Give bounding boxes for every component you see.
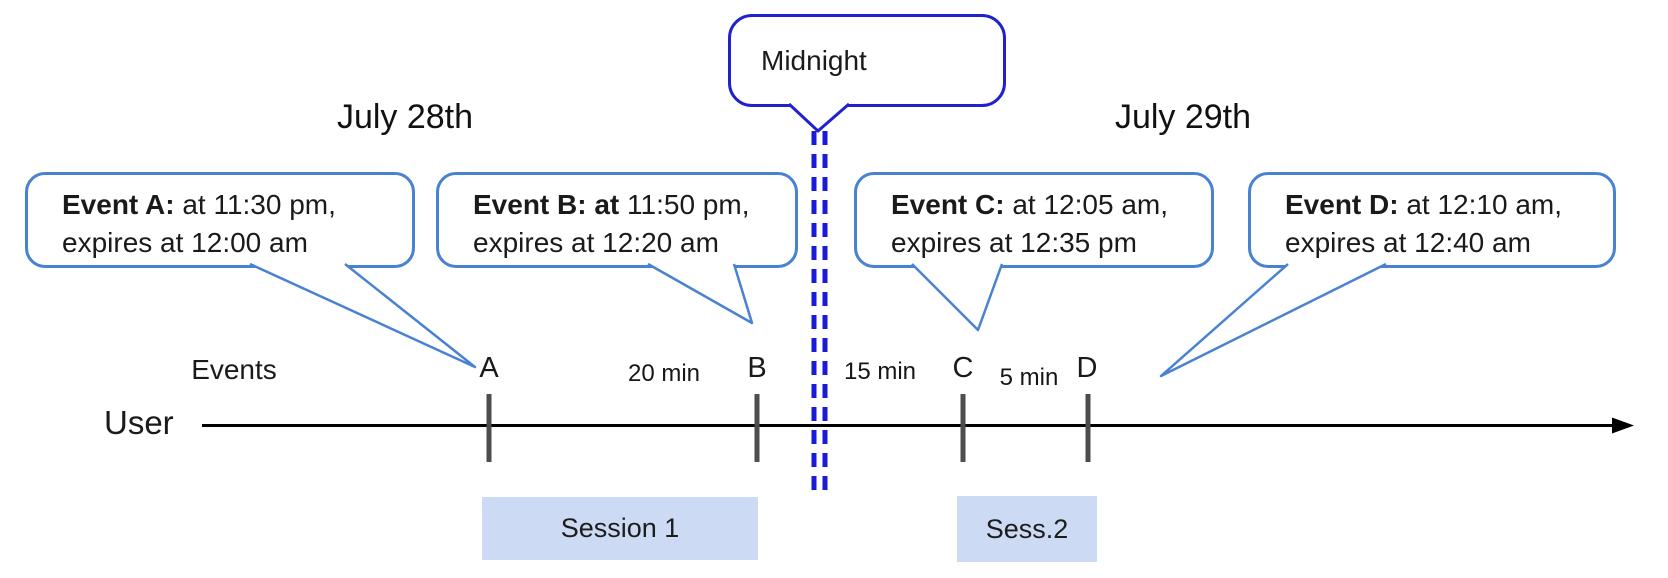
callout-tail-a xyxy=(249,262,477,369)
midnight-callout: Midnight xyxy=(728,14,1006,107)
event-callout-d: Event D: at 12:10 am, expires at 12:40 a… xyxy=(1248,172,1616,268)
tick-label-b: B xyxy=(747,352,767,384)
callout-tail-c xyxy=(911,263,1004,332)
event-d-line2: expires at 12:40 am xyxy=(1285,227,1531,258)
event-b-line1: Event B: at 11:50 pm, xyxy=(473,186,781,224)
date-label-july-28: July 28th xyxy=(336,98,474,136)
gap-label-5min: 5 min xyxy=(999,364,1059,391)
event-callout-b: Event B: at 11:50 pm, expires at 12:20 a… xyxy=(436,172,798,268)
event-b-title: Event B: at xyxy=(473,189,620,220)
event-a-line1: Event A: at 11:30 pm, xyxy=(62,186,398,224)
gap-label-15min: 15 min xyxy=(843,358,917,385)
session-1-label: Session 1 xyxy=(560,513,680,543)
user-axis-label: User xyxy=(104,404,174,441)
callout-tail-b xyxy=(647,262,754,325)
event-d-line1: Event D: at 12:10 am, xyxy=(1285,186,1599,224)
tick-label-d: D xyxy=(1076,352,1098,384)
event-a-time: at 11:30 pm, xyxy=(174,189,336,220)
midnight-divider-line xyxy=(811,131,828,497)
tick-label-c: C xyxy=(952,352,974,384)
event-a-line2: expires at 12:00 am xyxy=(62,227,308,258)
date-label-july-29: July 29th xyxy=(1114,98,1252,136)
event-callout-c: Event C: at 12:05 am, expires at 12:35 p… xyxy=(854,172,1214,268)
event-c-time: at 12:05 am, xyxy=(1004,189,1169,220)
event-callout-a: Event A: at 11:30 pm, expires at 12:00 a… xyxy=(25,172,415,268)
event-b-time: 11:50 pm, xyxy=(619,189,750,220)
event-c-title: Event C: xyxy=(891,189,1005,220)
callout-tail-d xyxy=(1159,262,1387,378)
event-d-time: at 12:10 am, xyxy=(1398,189,1563,220)
event-a-title: Event A: xyxy=(62,189,175,220)
session-2-label: Sess.2 xyxy=(985,513,1069,544)
tick-label-a: A xyxy=(479,352,499,384)
events-axis-label: Events xyxy=(191,354,277,385)
event-c-line2: expires at 12:35 pm xyxy=(891,227,1137,258)
midnight-label: Midnight xyxy=(761,44,867,76)
session-box-2: Sess.2 xyxy=(957,496,1097,562)
midnight-callout-tail xyxy=(787,102,850,133)
event-c-line1: Event C: at 12:05 am, xyxy=(891,186,1197,224)
event-d-title: Event D: xyxy=(1285,189,1399,220)
gap-label-20min: 20 min xyxy=(627,360,701,387)
session-box-1: Session 1 xyxy=(482,497,758,560)
event-b-line2: expires at 12:20 am xyxy=(473,227,719,258)
timeline-arrow xyxy=(202,417,1634,434)
